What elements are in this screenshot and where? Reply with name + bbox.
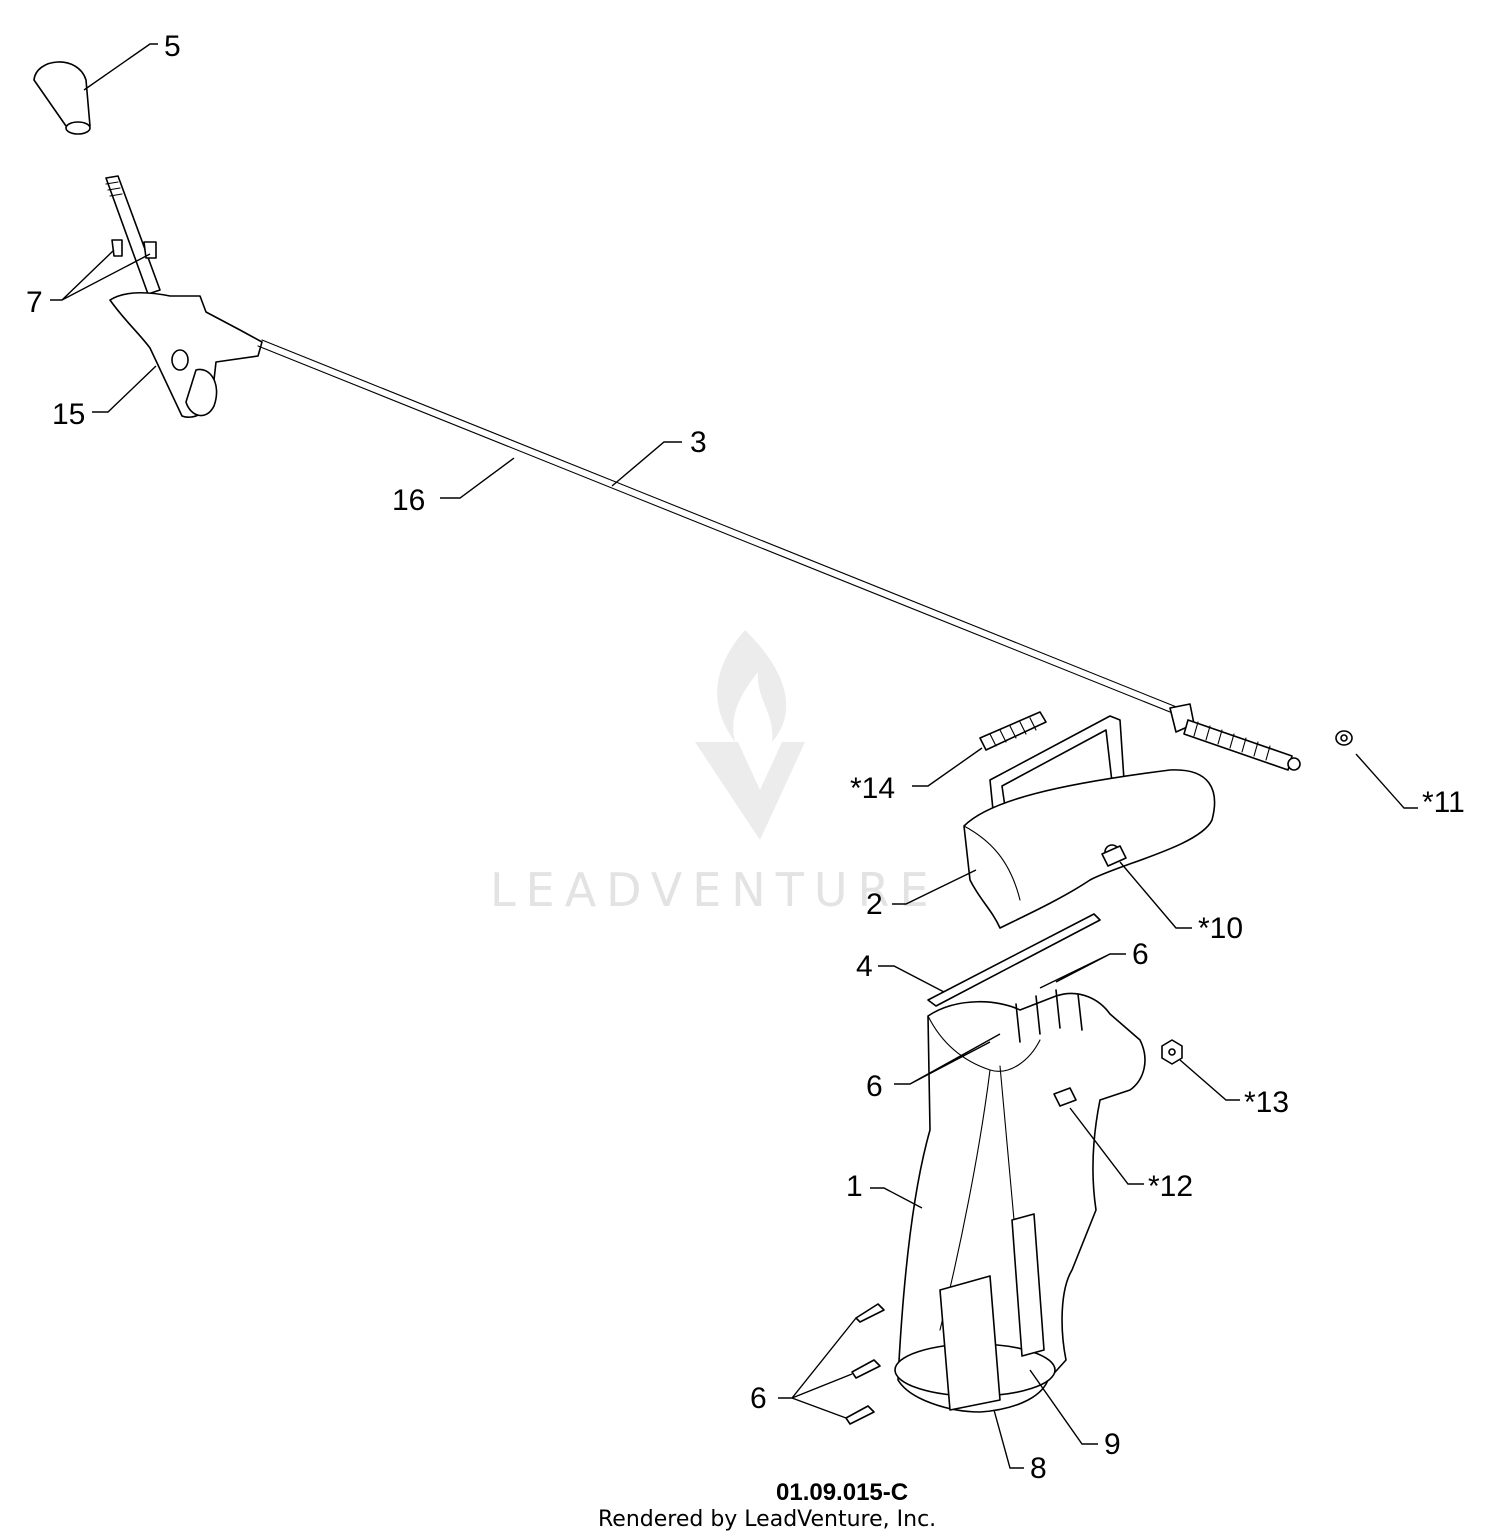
- nut-13-part: [1161, 1039, 1183, 1065]
- callouts: 5 7 15 16 3 *14 *11 2 *10 4 6 6 *13 *12 …: [26, 30, 1465, 1485]
- callout-4: 4: [856, 950, 873, 983]
- callout-15: 15: [52, 398, 85, 431]
- callout-8: 8: [1030, 1452, 1047, 1485]
- watermark-flame-icon: [717, 630, 787, 742]
- callout-13: *13: [1244, 1086, 1289, 1119]
- deflector-part: [963, 715, 1216, 929]
- callout-11: *11: [1422, 786, 1465, 819]
- callout-14: *14: [850, 772, 895, 805]
- callout-9: 9: [1104, 1428, 1121, 1461]
- drawing-number: 01.09.015-C: [776, 1479, 908, 1506]
- spring-part: [979, 711, 1047, 751]
- lever-assembly-part: [105, 175, 263, 418]
- watermark-v-icon: [695, 742, 805, 840]
- callout-12: *12: [1148, 1170, 1193, 1203]
- callout-5: 5: [164, 30, 181, 63]
- bolt-10-part: [1101, 845, 1127, 867]
- strip-part: [927, 913, 1101, 1007]
- credit-line: Rendered by LeadVenture, Inc.: [598, 1507, 936, 1532]
- leader-lines: [50, 43, 1418, 1469]
- callout-16: 16: [392, 484, 425, 517]
- bolt-12-part: [1053, 1087, 1077, 1107]
- callout-6-lower: 6: [750, 1382, 767, 1415]
- callout-7: 7: [26, 286, 43, 319]
- bolts-6-part: [845, 989, 1083, 1425]
- nut-11-part: [1335, 730, 1353, 746]
- callout-2: 2: [866, 888, 883, 921]
- callout-6-upper: 6: [1132, 938, 1149, 971]
- watermark: LEADVENTURE: [490, 630, 939, 917]
- knob-part: [33, 61, 91, 135]
- plates-part: [939, 1213, 1045, 1411]
- chute-part: [894, 992, 1146, 1413]
- callout-3: 3: [690, 426, 707, 459]
- callout-10: *10: [1198, 912, 1243, 945]
- callout-6-middle: 6: [866, 1070, 883, 1103]
- callout-1: 1: [846, 1170, 863, 1203]
- cable-part: [257, 339, 1301, 771]
- watermark-text: LEADVENTURE: [490, 863, 939, 917]
